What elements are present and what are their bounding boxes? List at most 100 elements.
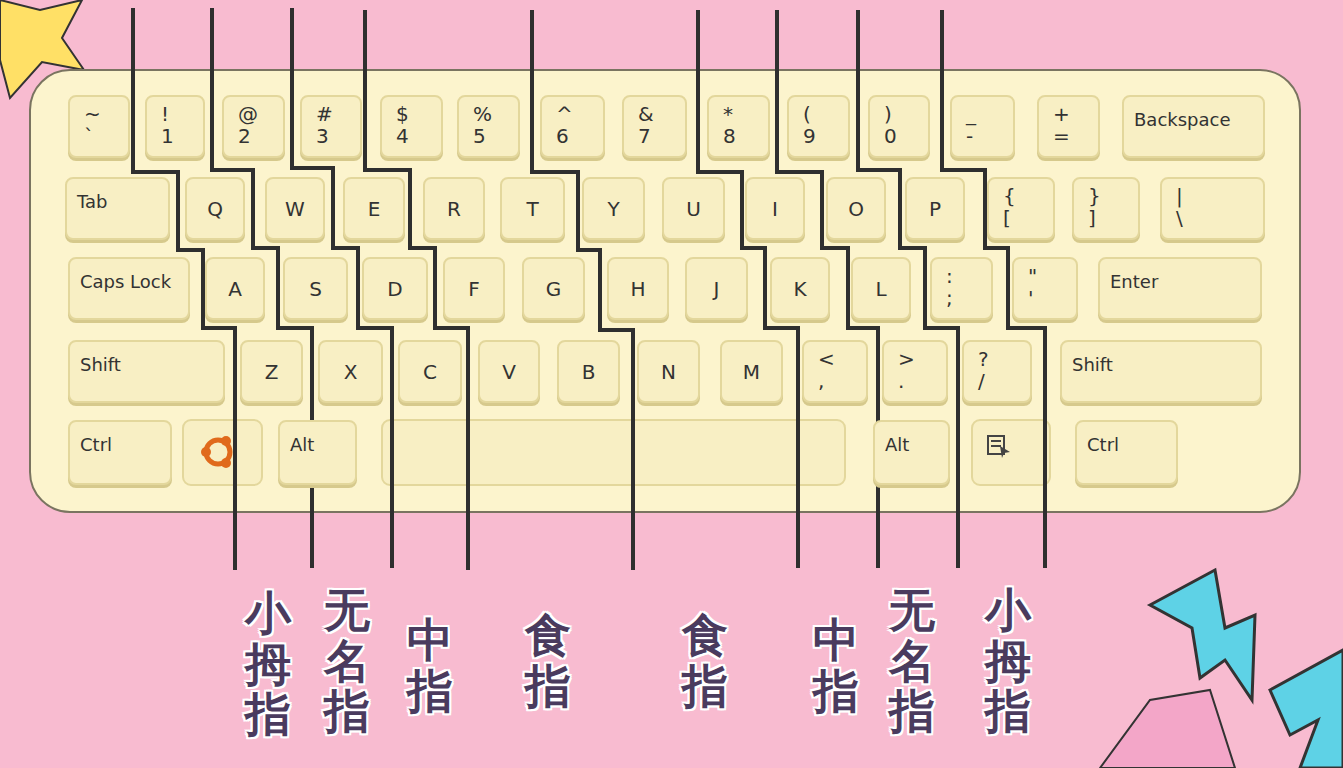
key-label: Ctrl [80, 434, 170, 456]
key-label: Enter [1110, 271, 1260, 293]
key: D [362, 257, 428, 320]
key: W [265, 177, 325, 240]
key: S [283, 257, 348, 320]
key: M [720, 340, 783, 403]
key: Caps Lock [68, 257, 190, 320]
key: F [443, 257, 505, 320]
ubuntu-logo [201, 436, 231, 468]
key-label: I [772, 198, 778, 220]
key-label: 4 [396, 125, 441, 147]
key-label: 8 [723, 125, 768, 147]
key-label: @ [238, 103, 283, 125]
key-label: > [898, 348, 946, 370]
key-label: D [387, 278, 402, 300]
key-label: C [423, 361, 437, 383]
logo-key [183, 420, 262, 485]
key-label: ? [978, 348, 1030, 370]
finger-label: 无名指 [889, 585, 935, 737]
finger-label: 中指 [813, 615, 859, 716]
key: U [662, 177, 725, 240]
key-label: $ [396, 103, 441, 125]
key-label: + [1053, 103, 1098, 125]
key: N [637, 340, 700, 403]
key: J [685, 257, 748, 320]
key: ^6 [540, 95, 605, 158]
finger-zone-lines [133, 8, 1045, 570]
key: Alt [278, 420, 357, 485]
key-label: X [344, 361, 358, 383]
key-label: ; [946, 287, 991, 309]
key: &7 [622, 95, 687, 158]
key-label: " [1028, 265, 1076, 287]
key-label: 9 [803, 125, 848, 147]
key-label: G [546, 278, 562, 300]
key-label: Tab [77, 191, 168, 213]
key-label: ( [803, 103, 848, 125]
key: Alt [873, 420, 950, 485]
menu-icon [988, 436, 1010, 458]
key-label: / [978, 370, 1030, 392]
key-label: K [793, 278, 806, 300]
key-label: Shift [80, 354, 223, 376]
key-label: 2 [238, 125, 283, 147]
key-label: % [473, 103, 518, 125]
key-label: 5 [473, 125, 518, 147]
key-label: : [946, 265, 991, 287]
key: A [205, 257, 265, 320]
key-label: T [526, 198, 538, 220]
finger-label: 无名指 [324, 585, 370, 737]
key-label: Backspace [1134, 109, 1263, 131]
key-label: M [743, 361, 760, 383]
key: "' [1012, 257, 1078, 320]
key: <, [802, 340, 868, 403]
key: G [522, 257, 585, 320]
key-label: [ [1003, 207, 1053, 229]
key: I [745, 177, 805, 240]
key: Tab [65, 177, 170, 240]
key: _- [950, 95, 1015, 158]
key: Enter [1098, 257, 1262, 320]
key-label: \ [1176, 207, 1263, 229]
key-label: ) [884, 103, 928, 125]
key-label: ! [161, 103, 203, 125]
key-label: 1 [161, 125, 203, 147]
lightning-decoration [1150, 570, 1255, 700]
key-label: ~ [84, 103, 128, 125]
key-label: ^ [556, 103, 603, 125]
key: L [851, 257, 911, 320]
key-label: * [723, 103, 768, 125]
key-label: 7 [638, 125, 685, 147]
key-label: A [228, 278, 242, 300]
key: Y [582, 177, 645, 240]
key: B [557, 340, 620, 403]
key: C [398, 340, 462, 403]
key: }] [1072, 177, 1140, 240]
key: X [318, 340, 383, 403]
finger-label: 中指 [407, 615, 453, 716]
keyboard-body [30, 70, 1300, 512]
key-label: Caps Lock [80, 271, 188, 293]
key: Ctrl [68, 420, 172, 485]
key: T [500, 177, 565, 240]
key-label: 0 [884, 125, 928, 147]
key: += [1037, 95, 1100, 158]
key: O [826, 177, 886, 240]
key-label: _ [966, 103, 1013, 125]
key-label: 3 [316, 125, 360, 147]
key-label: Z [265, 361, 279, 383]
key: (9 [787, 95, 850, 158]
key-label: N [661, 361, 676, 383]
key-label: , [818, 370, 866, 392]
key: K [770, 257, 830, 320]
key-label: O [848, 198, 864, 220]
key-label: W [285, 198, 305, 220]
key-label: Alt [885, 434, 948, 456]
finger-label: 小拇指 [245, 588, 291, 740]
key-label: F [468, 278, 480, 300]
key: #3 [300, 95, 362, 158]
key: !1 [145, 95, 205, 158]
key-label: Y [607, 198, 619, 220]
key-label: ' [1028, 287, 1076, 309]
key-label: H [630, 278, 645, 300]
key-label: U [686, 198, 701, 220]
